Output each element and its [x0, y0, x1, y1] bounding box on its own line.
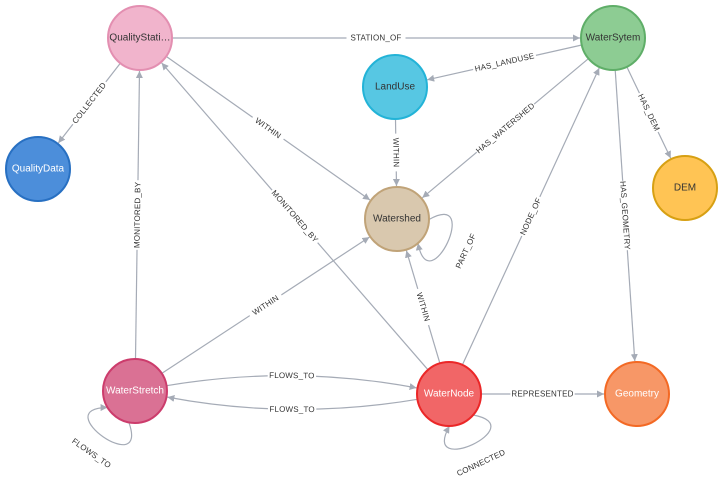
- node-circle[interactable]: [580, 5, 646, 71]
- relationship-label: REPRESENTED: [511, 390, 573, 399]
- relationship-line[interactable]: [443, 414, 492, 450]
- relationship-line[interactable]: [87, 404, 132, 446]
- relationship-label: HAS_WATERSHED: [474, 101, 536, 155]
- relationship-label-background: [389, 133, 403, 172]
- relationship-label-background: [267, 186, 323, 247]
- relationship-label-group: WITHIN: [389, 133, 403, 172]
- node-circle[interactable]: [107, 5, 173, 71]
- node-label: Geometry: [615, 389, 659, 400]
- relationship-label-background: [346, 32, 406, 44]
- node-label: DEM: [674, 183, 696, 194]
- relationship-label: STATION_OF: [350, 34, 401, 43]
- relationship-label-background: [267, 403, 317, 416]
- node-land-use[interactable]: LandUse: [362, 54, 428, 120]
- relationship-label-group: WITHIN: [411, 287, 435, 327]
- relationship-wst-qs-monitored-by[interactable]: MONITORED_BY: [131, 70, 144, 360]
- node-dem[interactable]: DEM: [652, 155, 718, 221]
- relationship-label-group: COLLECTED: [68, 78, 111, 128]
- relationship-label: FLOWS_TO: [70, 437, 112, 470]
- node-circle[interactable]: [416, 361, 482, 427]
- relationship-label-background: [246, 289, 285, 321]
- relationship-label-background: [267, 369, 317, 382]
- relationship-ws-geo-has-geometry[interactable]: HAS_GEOMETRY: [614, 69, 638, 362]
- node-circle[interactable]: [362, 54, 428, 120]
- relationship-label-group: HAS_LANDUSE: [471, 49, 538, 76]
- relationship-label-background: [249, 112, 288, 144]
- relationship-label: FLOWS_TO: [269, 371, 315, 380]
- relationship-ws-lu-has-landuse[interactable]: HAS_LANDUSE: [427, 44, 582, 82]
- relationship-label-group: MONITORED_BY: [131, 180, 144, 250]
- nodes-layer: QualityStati… WaterSytemLandUseQualityDat…: [5, 5, 718, 427]
- relationship-label-background: [634, 90, 664, 135]
- node-geometry[interactable]: Geometry: [604, 361, 670, 427]
- relationship-label-group: WITHIN: [246, 289, 285, 321]
- relationship-label: MONITORED_BY: [270, 188, 321, 244]
- node-label: QualityStati…: [109, 33, 170, 44]
- node-circle[interactable]: [652, 155, 718, 221]
- relationship-qs-ws-station-of[interactable]: STATION_OF: [172, 32, 580, 44]
- relationship-label-background: [516, 194, 546, 239]
- relationship-label: CONNECTED: [455, 448, 506, 478]
- relationship-label-group: HAS_WATERSHED: [472, 99, 538, 157]
- node-watershed[interactable]: Watershed: [364, 186, 430, 252]
- node-water-system[interactable]: WaterSytem: [580, 5, 646, 71]
- relationship-label-background: [471, 49, 538, 76]
- relationship-line[interactable]: [415, 213, 453, 262]
- relationship-label-group: HAS_GEOMETRY: [616, 180, 634, 251]
- node-circle[interactable]: [5, 136, 71, 202]
- relationship-wn-wst-flows-to[interactable]: FLOWS_TO: [167, 394, 418, 416]
- relationship-label-background: [68, 78, 111, 128]
- relationship-label: FLOWS_TO: [269, 405, 315, 414]
- relationship-label-background: [411, 287, 435, 327]
- relationship-label-group: REPRESENTED: [510, 388, 575, 400]
- relationship-wst-wsh-within[interactable]: WITHIN: [161, 236, 370, 374]
- node-water-stretch[interactable]: WaterStretch: [102, 358, 168, 424]
- relationship-label: COLLECTED: [70, 81, 108, 126]
- relationship-label-background: [616, 180, 634, 251]
- relationship-label: MONITORED_BY: [133, 181, 143, 248]
- node-quality-data[interactable]: QualityData: [5, 136, 71, 202]
- relationship-label-background: [454, 446, 509, 480]
- relationship-label-group: FLOWS_TO: [267, 403, 317, 416]
- relationship-label-background: [472, 99, 538, 157]
- relationship-lu-wsh-within[interactable]: WITHIN: [389, 118, 403, 187]
- relationship-ws-wsh-has-watershed[interactable]: HAS_WATERSHED: [421, 58, 589, 199]
- relationship-label-background: [510, 388, 575, 400]
- relationship-wn-wsh-within[interactable]: WITHIN: [405, 250, 441, 364]
- node-water-node[interactable]: WaterNode: [416, 361, 482, 427]
- node-label: Watershed: [373, 214, 421, 225]
- relationship-qs-qd-collected[interactable]: COLLECTED: [57, 62, 121, 144]
- relationship-label-group: STATION_OF: [346, 32, 406, 44]
- relationship-wst-wn-flows-to[interactable]: FLOWS_TO: [166, 369, 417, 391]
- relationship-label: HAS_DEM: [636, 92, 661, 132]
- node-circle[interactable]: [604, 361, 670, 427]
- relationship-qs-wsh-within[interactable]: WITHIN: [165, 55, 371, 201]
- relationship-label-group: WITHIN: [249, 112, 288, 144]
- node-quality-station[interactable]: QualityStati…: [107, 5, 173, 71]
- node-label: WaterStretch: [106, 386, 164, 397]
- node-label: LandUse: [375, 82, 415, 93]
- relationship-label-background: [451, 228, 481, 274]
- relationship-label-group: MONITORED_BY: [267, 186, 323, 247]
- relationship-label-group: HAS_DEM: [634, 90, 664, 135]
- node-circle[interactable]: [102, 358, 168, 424]
- node-label: WaterSytem: [586, 33, 641, 44]
- relationship-label-group: FLOWS_TO: [267, 369, 317, 382]
- node-label: WaterNode: [424, 389, 475, 400]
- relationship-label-background: [131, 180, 144, 250]
- relationship-label-group: NODE_OF: [516, 194, 546, 239]
- relationship-label: WITHIN: [391, 138, 400, 168]
- relationship-wn-geo-represented[interactable]: REPRESENTED: [481, 388, 604, 400]
- relationship-label-background: [68, 434, 115, 473]
- relationship-label-group: CONNECTED: [454, 446, 509, 480]
- node-circle[interactable]: [364, 186, 430, 252]
- relationship-ws-dem-has-dem[interactable]: HAS_DEM: [626, 66, 672, 159]
- node-label: QualityData: [12, 164, 65, 175]
- relationship-label-group: PART_OF: [451, 228, 481, 274]
